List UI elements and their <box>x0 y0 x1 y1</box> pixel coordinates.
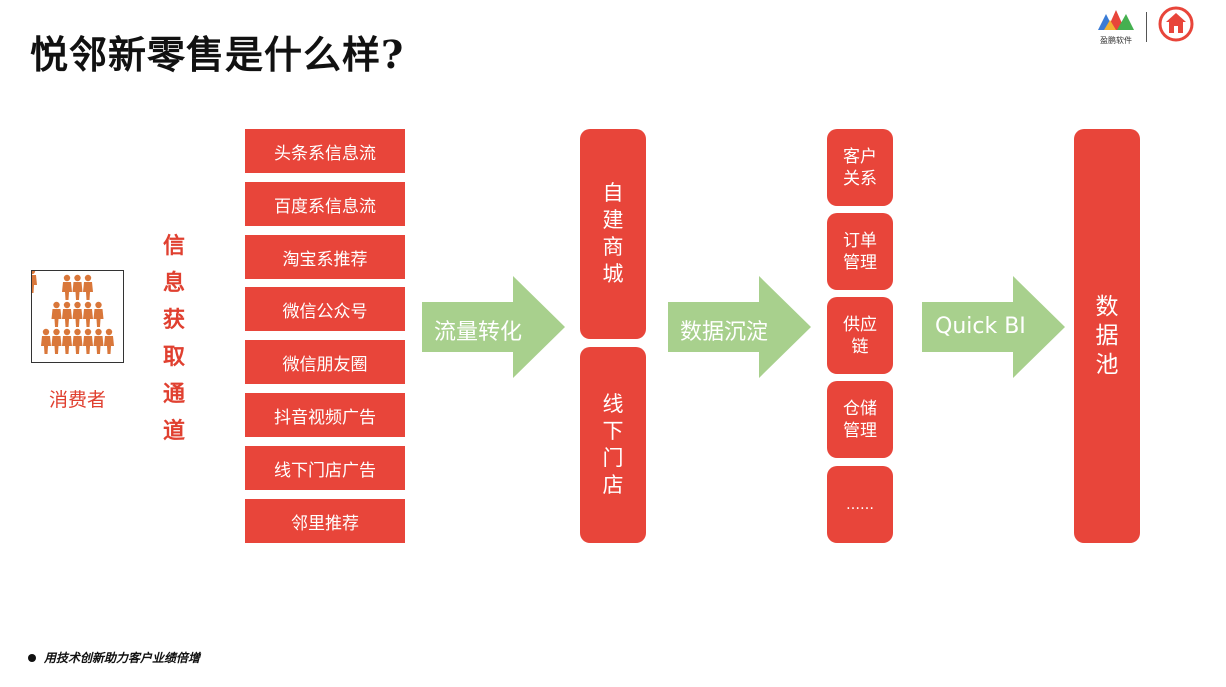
module-label: 仓储管理 <box>843 398 877 441</box>
logo-group: 盈鹏软件 <box>1096 6 1216 46</box>
flow-arrow: 流量转化 <box>422 276 565 378</box>
module-box: 订单管理 <box>827 213 893 290</box>
flow-arrow: 数据沉淀 <box>668 276 811 378</box>
info-channel-char: 道 <box>162 419 185 444</box>
store-label: 线下门店 <box>602 392 624 497</box>
arrow-label: 数据沉淀 <box>680 320 769 345</box>
info-channel-char: 通 <box>162 382 185 407</box>
channel-box: 邻里推荐 <box>245 499 405 543</box>
store-box: 线下门店 <box>580 347 646 543</box>
store-label: 自建商城 <box>602 181 624 286</box>
footer-text: 用技术创新助力客户业绩倍增 <box>44 651 201 665</box>
arrow-label: 流量转化 <box>434 320 523 345</box>
channel-box: 微信公众号 <box>245 287 405 331</box>
channel-box: 线下门店广告 <box>245 446 405 490</box>
bullet-icon <box>28 653 36 662</box>
module-label: 客户关系 <box>843 146 877 189</box>
logo-divider <box>1146 12 1147 42</box>
channel-box: 淘宝系推荐 <box>245 235 405 279</box>
flow-arrow: Quick BI <box>922 276 1065 378</box>
module-label: 供应链 <box>843 314 877 357</box>
info-channel-char: 信 <box>162 234 185 259</box>
store-box: 自建商城 <box>580 129 646 339</box>
module-label: …… <box>846 496 874 513</box>
data-pool-label: 数据池 <box>1095 293 1119 378</box>
channel-box: 百度系信息流 <box>245 182 405 226</box>
footer-slogan: 用技术创新助力客户业绩倍增 <box>28 649 200 666</box>
company-logo: 盈鹏软件 <box>1096 6 1136 46</box>
company-logo-text: 盈鹏软件 <box>1100 36 1132 45</box>
people-group-icon <box>27 267 124 363</box>
module-label: 订单管理 <box>843 230 877 273</box>
channel-box: 抖音视频广告 <box>245 393 405 437</box>
brand-logo <box>1158 6 1194 42</box>
module-box: 供应链 <box>827 297 893 374</box>
arrow-label: Quick BI <box>935 314 1026 339</box>
info-channel-char: 息 <box>162 271 185 296</box>
channel-box: 微信朋友圈 <box>245 340 405 384</box>
module-box: 客户关系 <box>827 129 893 206</box>
module-box: …… <box>827 466 893 543</box>
info-channel-char: 获 <box>162 308 185 333</box>
module-box: 仓储管理 <box>827 381 893 458</box>
channel-box: 头条系信息流 <box>245 129 405 173</box>
info-channel-char: 取 <box>162 345 185 370</box>
consumer-label: 消费者 <box>48 389 106 411</box>
info-channel-label: 信 息 获 取 通 道 <box>158 228 190 450</box>
page-title: 悦邻新零售是什么样? <box>30 32 405 77</box>
data-pool-box: 数据池 <box>1074 129 1140 543</box>
